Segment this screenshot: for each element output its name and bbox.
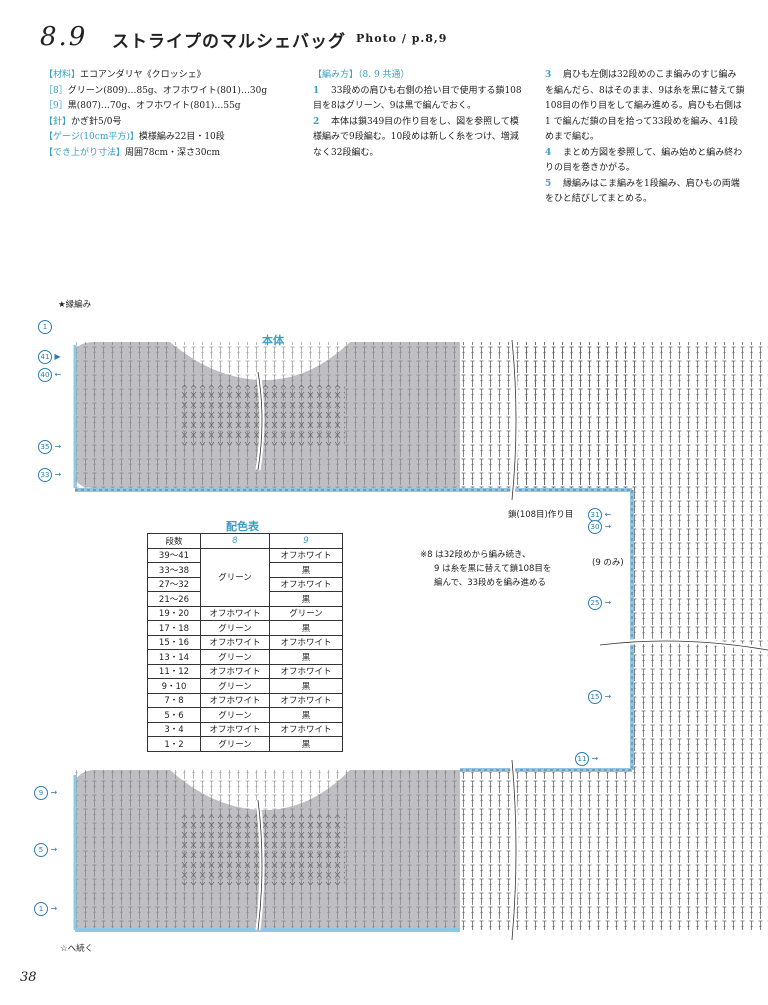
row-marker: 1: [38, 320, 52, 334]
nine-only-label: (9 のみ): [592, 558, 624, 568]
chain-label: 鎖(108目)作り目: [508, 510, 574, 520]
method-heading: 【編み方】（8. 9 共通）: [313, 70, 410, 80]
material-line: 【ゲージ(10cm平方)】模様編み22目・10段: [44, 132, 225, 142]
row-marker: 25 →: [588, 596, 611, 610]
top-mark-label: ★縁編み: [58, 300, 92, 310]
row-marker: 41 ▶: [38, 350, 61, 364]
row-marker: 35 →: [38, 440, 61, 454]
row-marker: 5 →: [34, 843, 57, 857]
page-title: ストライプのマルシェバッグ: [112, 32, 346, 52]
material-line: 【でき上がり寸法】周囲78cm・深さ30cm: [44, 147, 221, 158]
row-marker: 30 →: [588, 520, 611, 534]
crochet-chart: [73, 339, 768, 941]
material-line: 【材料】エコアンダリヤ《クロッシェ》: [44, 70, 206, 80]
body-label: 本体: [262, 334, 284, 347]
material-line: ［8］グリーン(809)…85g、オフホワイト(801)…30g: [44, 85, 268, 96]
color-table-title: 配色表: [226, 520, 259, 533]
materials-list: 【材料】エコアンダリヤ《クロッシェ》 ［8］グリーン(809)…85g、オフホワ…: [44, 68, 294, 161]
row-marker: 11 →: [575, 752, 598, 766]
row-marker: 1 →: [34, 902, 57, 916]
material-line: ［9］黒(807)…70g、オフホワイト(801)…55g: [44, 101, 241, 111]
continue-label: ☆へ続く: [60, 944, 94, 954]
table-header-row: 段数 8 9: [147, 533, 343, 549]
row-marker: 9 →: [34, 786, 57, 800]
section-number: 8.9: [40, 22, 88, 52]
page-number: 38: [20, 970, 37, 985]
row-marker: 33 →: [38, 468, 61, 482]
photo-reference: Photo / p.8,9: [356, 32, 448, 45]
pattern-note: ※8 は32段めから編み続き、 9 は糸を黒に替えて鎖108目を 編んで、33段…: [420, 550, 552, 588]
row-marker: 15 →: [588, 690, 611, 704]
material-line: 【針】かぎ針5/0号: [44, 116, 122, 127]
row-marker: 40 ←: [38, 368, 61, 382]
